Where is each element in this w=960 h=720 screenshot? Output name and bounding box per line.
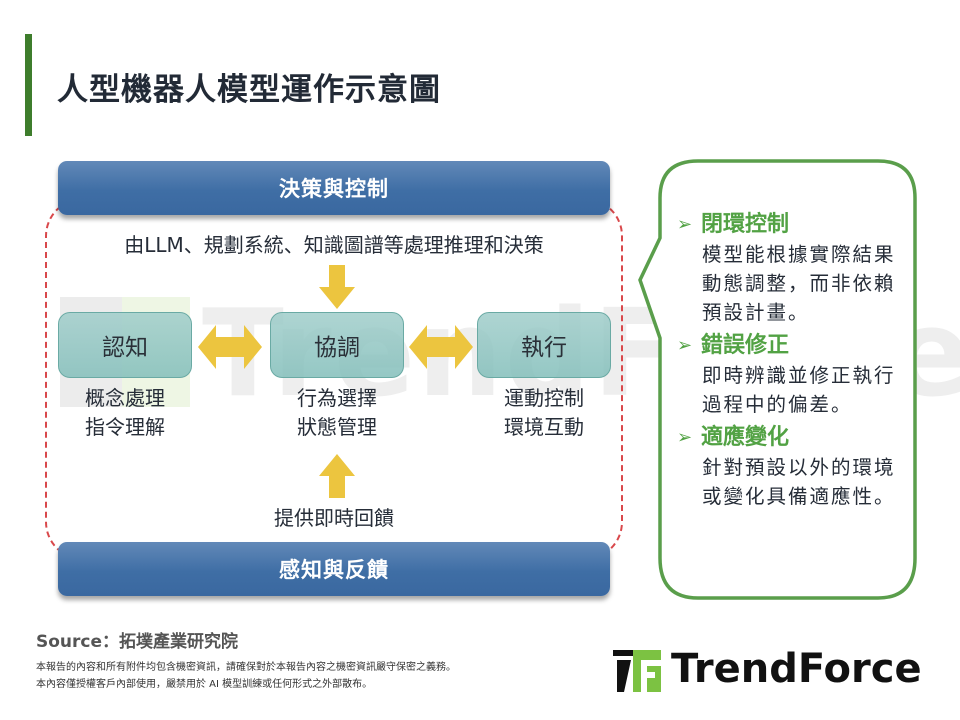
- banner-label: 決策與控制: [279, 177, 389, 201]
- double-arrow-icon: [198, 325, 262, 369]
- detail-line: 運動控制: [504, 386, 584, 410]
- detail-line: 行為選擇: [297, 386, 377, 410]
- source-label: Source：拓墣產業研究院: [36, 632, 239, 652]
- node-cognition: 認知: [58, 312, 192, 378]
- feedback-description: 提供即時回饋: [274, 506, 394, 530]
- heading-text: 閉環控制: [701, 212, 790, 237]
- node-details-coordination: 行為選擇 狀態管理: [270, 384, 404, 442]
- trendforce-logo: TrendForce: [613, 646, 933, 696]
- node-label: 認知: [102, 335, 148, 361]
- double-arrow-icon: [409, 325, 473, 369]
- detail-line: 概念處理: [85, 386, 165, 410]
- callout-item-heading: ➢ 適應變化: [677, 423, 909, 453]
- callout-item-body: 針對預設以外的環境或變化具備適應性。: [702, 456, 896, 508]
- decision-description: 由LLM、規劃系統、知識圖譜等處理推理和決策: [124, 233, 544, 257]
- arrowhead-bullet-icon: ➢: [677, 335, 693, 356]
- usage-note: 本內容僅授權客戶內部使用，嚴禁用於 AI 模型訓練或任何形式之外部散布。: [36, 679, 373, 690]
- node-execution: 執行: [477, 312, 611, 378]
- node-label: 協調: [314, 335, 360, 361]
- callout-item-heading: ➢ 錯誤修正: [677, 331, 909, 361]
- node-details-execution: 運動控制 環境互動: [477, 384, 611, 442]
- node-details-cognition: 概念處理 指令理解: [58, 384, 192, 442]
- heading-text: 適應變化: [701, 425, 790, 450]
- decision-control-banner: 決策與控制: [58, 161, 610, 215]
- banner-label: 感知與反饋: [279, 558, 389, 582]
- callout-content: ➢ 閉環控制 模型能根據實際結果動態調整，而非依賴預設計畫。 ➢ 錯誤修正 即時…: [677, 210, 909, 515]
- title-accent-bar: [25, 34, 32, 136]
- logo-text: TrendForce: [671, 646, 922, 692]
- detail-line: 指令理解: [85, 415, 165, 439]
- callout-box: ➢ 閉環控制 模型能根據實際結果動態調整，而非依賴預設計畫。 ➢ 錯誤修正 即時…: [628, 158, 920, 602]
- callout-border: [638, 159, 917, 600]
- arrowhead-bullet-icon: ➢: [677, 214, 693, 235]
- arrowhead-bullet-icon: ➢: [677, 427, 693, 448]
- confidentiality-note: 本報告的內容和所有附件均包含機密資訊，請確保對於本報告內容之機密資訊嚴守保密之義…: [36, 662, 456, 673]
- callout-item-body: 模型能根據實際結果動態調整，而非依賴預設計畫。: [702, 243, 896, 324]
- callout-item-heading: ➢ 閉環控制: [677, 210, 909, 240]
- trendforce-logo-icon: [613, 650, 661, 692]
- detail-line: 狀態管理: [297, 415, 377, 439]
- perception-feedback-banner: 感知與反饋: [58, 542, 610, 596]
- heading-text: 錯誤修正: [701, 333, 790, 358]
- node-coordination: 協調: [270, 312, 404, 378]
- detail-line: 環境互動: [504, 415, 584, 439]
- node-label: 執行: [521, 335, 567, 361]
- arrow-up-icon: [319, 454, 355, 498]
- callout-item-body: 即時辨識並修正執行過程中的偏差。: [702, 364, 896, 416]
- page-title: 人型機器人模型運作示意圖: [57, 72, 441, 108]
- arrow-down-icon: [319, 265, 355, 309]
